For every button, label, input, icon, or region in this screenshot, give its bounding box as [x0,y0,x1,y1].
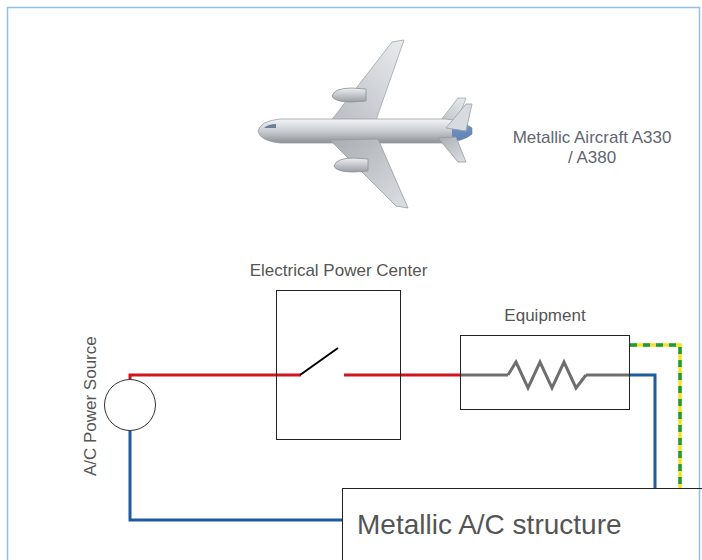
wire-line [630,345,680,488]
fin [446,104,472,131]
frame [8,8,700,560]
live-wire [130,375,276,379]
wire [344,374,401,377]
switch-blade [300,348,338,375]
equipment-box: Equipment [460,335,630,410]
resistor-zigzag [508,362,586,388]
wire-line [130,431,342,520]
switch-symbol [276,348,401,375]
return-wire [630,375,655,488]
node-label: A/C Power Source [81,336,101,476]
tailplane-lower [438,137,466,162]
node-label: Metallic A/C structure [357,508,622,542]
ground-wire [630,345,680,488]
cockpit [264,124,276,128]
wire [460,374,508,377]
wire-line [630,345,680,488]
power-source-circle: A/C Power Source [104,379,156,431]
structure-box: Metallic A/C structure [342,488,702,560]
live-wire [401,375,460,376]
airplane [258,40,472,208]
engine-lower [334,158,368,172]
wire-line [401,374,460,377]
return-wire [130,431,342,520]
resistor-symbol [460,362,630,388]
wing-upper [330,40,404,123]
wing-lower [330,139,408,208]
wire-line [630,375,655,488]
wire [586,374,630,377]
wire-line [130,375,276,379]
node-label: Electrical Power Center [250,261,428,281]
aircraft-label: Metallic Aircraft A330 / A380 [512,128,672,169]
wire [276,374,301,377]
node-label: Equipment [504,306,585,326]
engine-upper [332,88,366,102]
power-center-box: Electrical Power Center [276,290,401,440]
